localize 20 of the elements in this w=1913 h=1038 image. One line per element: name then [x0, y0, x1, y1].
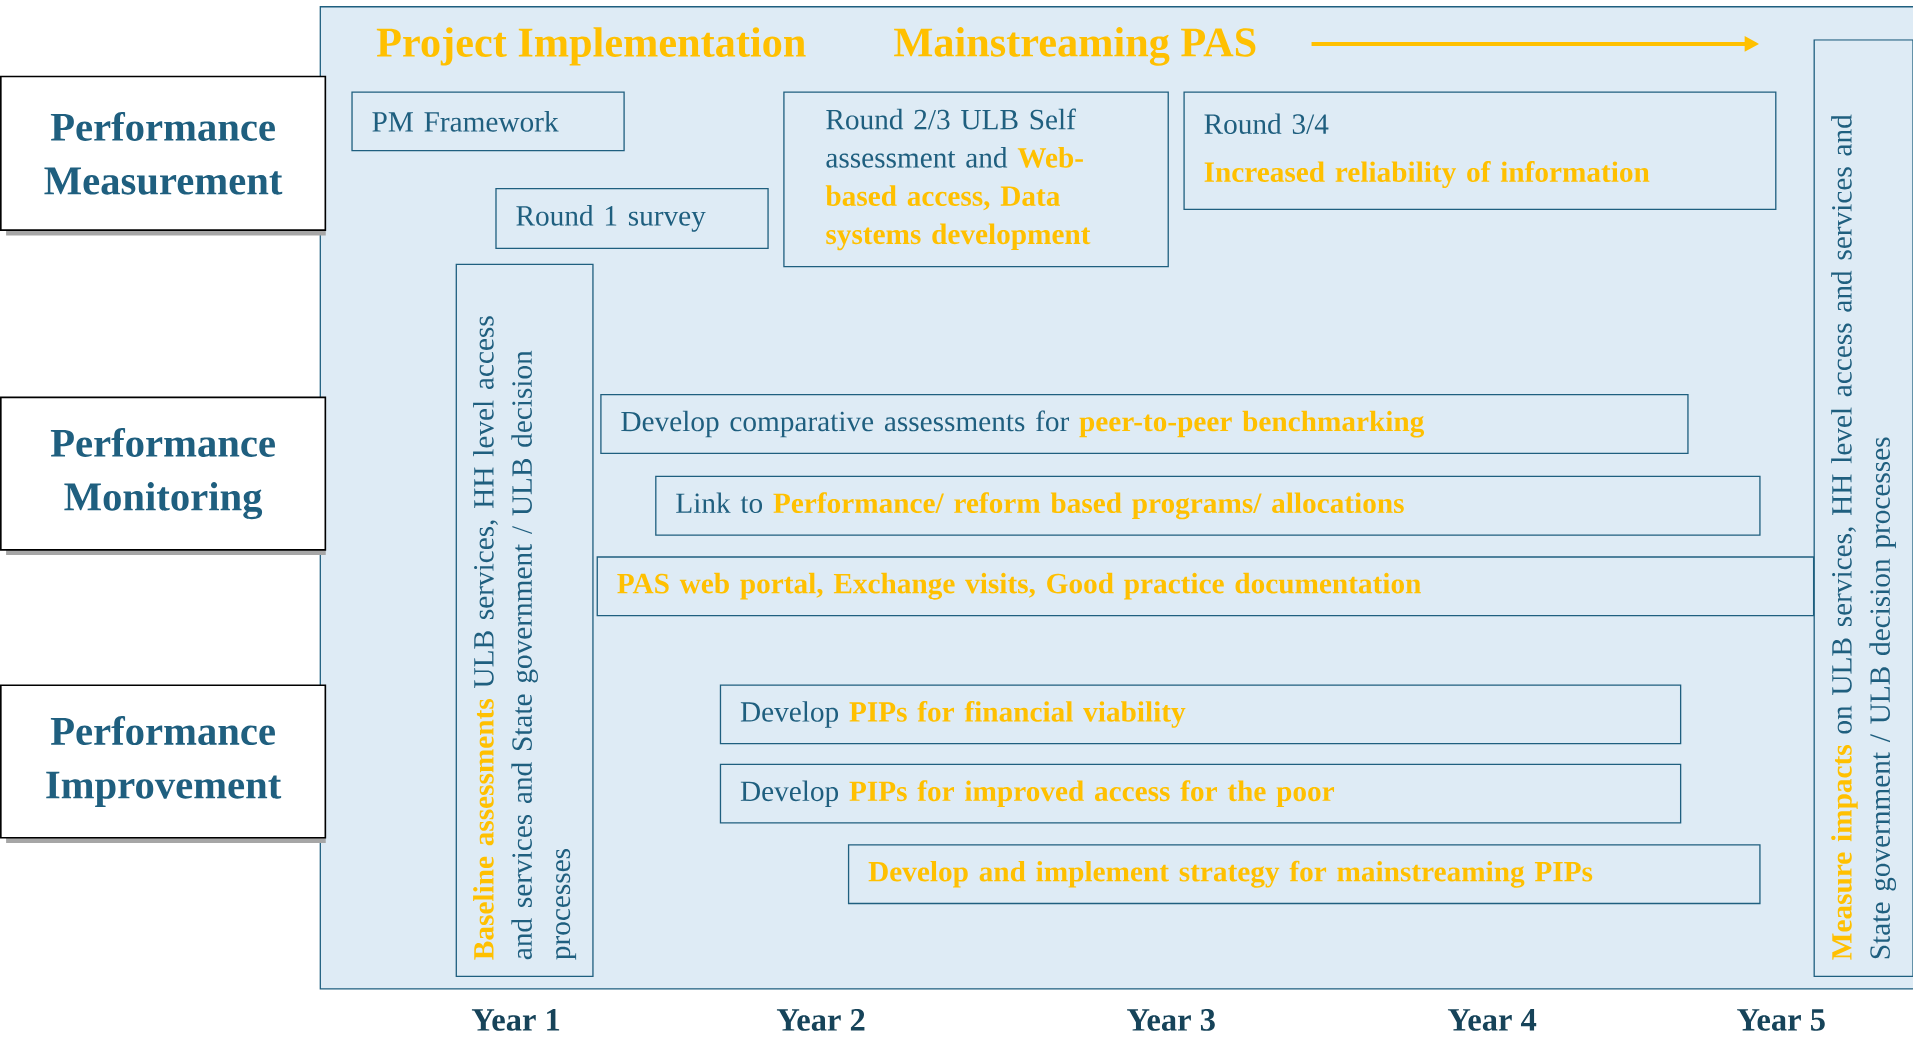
year-label: Year 4 [1447, 1009, 1537, 1031]
category-box: Performance Monitoring [0, 396, 327, 555]
year-label: Year 5 [1737, 1009, 1825, 1031]
year-label: Year 1 [471, 1008, 560, 1031]
category-box: Performance Measurement [0, 75, 327, 236]
activity-box: PM Framework [351, 91, 625, 152]
activity-box: Link to Performance/ reform based programs/ allocations [655, 475, 1761, 536]
activity-box: PAS web portal, Exchange visits, Good practice documentation [596, 556, 1815, 617]
activity-box: Develop PIPs for financial viability [719, 684, 1682, 745]
year-label: Year 3 [1127, 1008, 1215, 1031]
activity-box: Round 1 survey [495, 187, 769, 249]
activity-box: Develop PIPs for improved access for the poor [719, 763, 1682, 824]
year-label: Year 2 [776, 1008, 865, 1031]
activity-box: Round 3/4 Increased reliability of information [1183, 91, 1777, 210]
activity-box: Baseline assessments ULB services, HH level access and services and State government / ULB decision processes [455, 263, 594, 977]
activity-box: Measure impacts on ULB services, HH level access and services and State government / ULB decision processes [1813, 39, 1913, 977]
category-box: Performance Improvement [0, 684, 327, 843]
activity-box: Develop comparative assessments for peer-to-peer benchmarking [600, 393, 1689, 454]
activity-box: Develop and implement strategy for mainstreaming PIPs [847, 844, 1761, 904]
activity-box: Round 2/3 ULB Self assessment and Web-based access, Data systems development [783, 91, 1169, 268]
